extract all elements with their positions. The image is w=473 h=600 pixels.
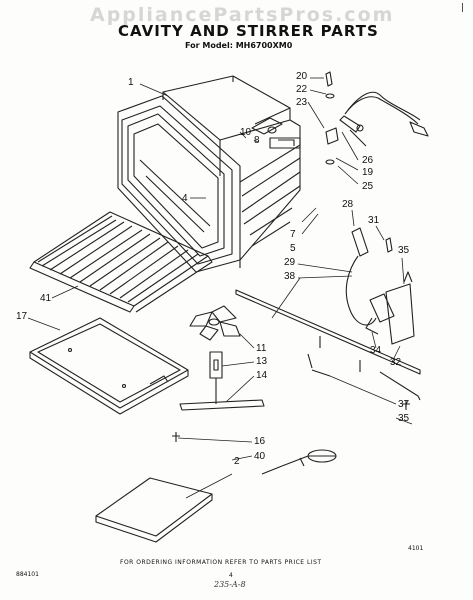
callout-40: 40 — [254, 451, 266, 462]
callout-37: 37 — [398, 399, 410, 410]
support-rails — [235, 289, 421, 410]
callout-13: 13 — [256, 356, 268, 367]
callout-29: 29 — [284, 257, 296, 268]
stirrer-blade — [189, 305, 241, 341]
sensor-probe — [261, 449, 337, 475]
callout-25: 25 — [362, 181, 374, 192]
model-number: For Model: MH6700XM0 — [185, 41, 293, 50]
leader-lines — [27, 77, 413, 499]
callout-35-upper: 35 — [398, 245, 410, 256]
callout-11: 11 — [256, 343, 267, 354]
callout-4: 4 — [182, 193, 188, 204]
callout-26: 26 — [362, 155, 374, 166]
ordering-note: FOR ORDERING INFORMATION REFER TO PARTS … — [120, 559, 322, 566]
callout-23: 23 — [296, 97, 308, 108]
callout-5: 5 — [290, 243, 296, 254]
oven-rack — [29, 211, 213, 313]
callout-35-lower: 35 — [398, 413, 410, 424]
callout-16: 16 — [254, 436, 266, 447]
glass-tray — [29, 317, 189, 415]
callout-31: 31 — [368, 215, 380, 226]
small-hardware — [325, 71, 339, 165]
diagram-title: CAVITY AND STIRRER PARTS — [118, 22, 379, 40]
callout-34: 34 — [370, 345, 382, 356]
callout-7: 7 — [290, 229, 296, 240]
revision-code: 4101 — [408, 545, 424, 552]
callout-10: 10 — [240, 127, 252, 138]
light-assembly — [345, 227, 415, 345]
oven-cavity — [162, 75, 301, 268]
callout-38: 38 — [284, 271, 296, 282]
corner-mark-icon: | — [461, 3, 465, 13]
document-number: 884101 — [16, 571, 39, 578]
callout-32: 32 — [390, 357, 402, 368]
bottom-glass — [95, 477, 213, 543]
callout-8: 8 — [254, 135, 260, 146]
front-frame — [117, 95, 241, 273]
callout-28: 28 — [342, 199, 354, 210]
watermark: AppliancePartsPros.com — [90, 4, 395, 26]
power-cord — [339, 91, 429, 147]
callout-20: 20 — [296, 71, 308, 82]
callout-22: 22 — [296, 84, 308, 95]
stirrer-shaft — [172, 351, 265, 442]
callout-2: 2 — [234, 456, 240, 467]
handwritten-note: 235-A-8 — [214, 580, 246, 589]
callout-1: 1 — [128, 77, 134, 88]
callout-19: 19 — [362, 167, 374, 178]
callout-14: 14 — [256, 370, 268, 381]
callout-41: 41 — [40, 293, 52, 304]
page-number: 4 — [229, 572, 233, 579]
callout-17: 17 — [16, 311, 28, 322]
